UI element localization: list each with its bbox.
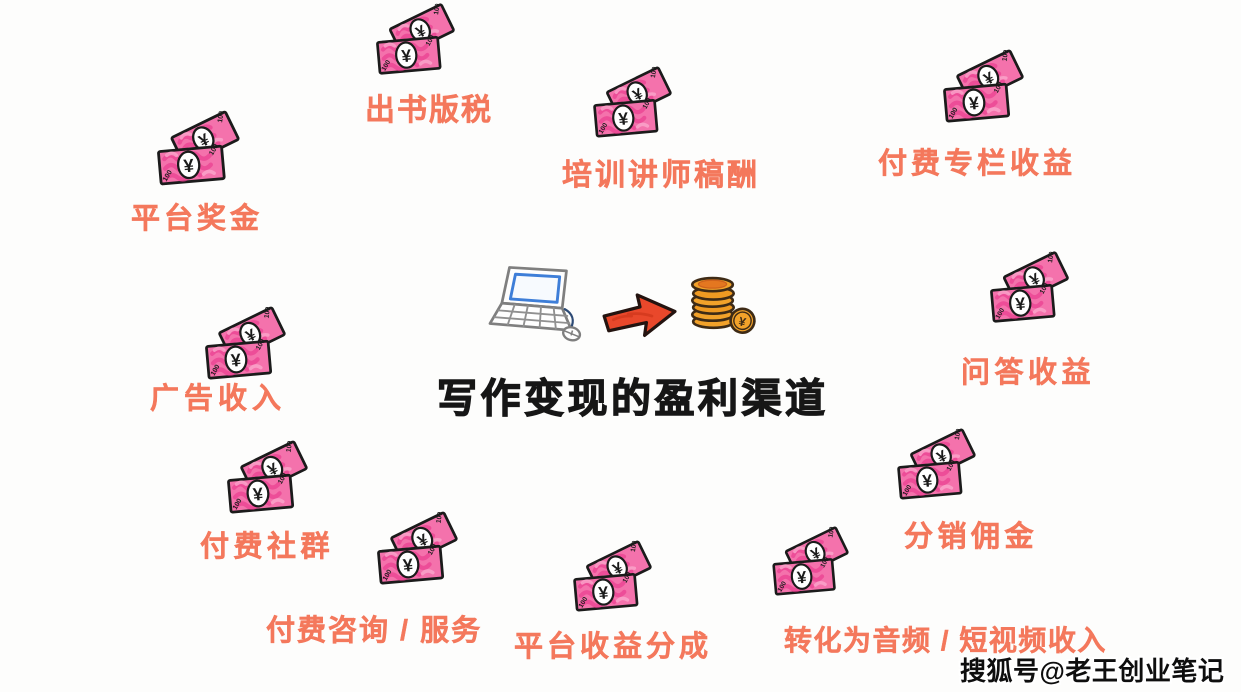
- money-bills-icon: [943, 48, 1029, 124]
- yuan-coin-icon: ¥: [729, 307, 756, 334]
- money-bills-icon: [227, 440, 313, 514]
- money-bills-icon: [573, 540, 657, 612]
- money-bills-icon: [772, 526, 854, 596]
- channel-label: 付费社群: [200, 531, 335, 563]
- laptop-icon: [488, 266, 582, 342]
- money-bills-icon: [376, 2, 460, 76]
- channel-label: 培训讲师稿酬: [562, 159, 760, 192]
- mouse-icon: [562, 325, 582, 342]
- diagram-title: 写作变现的盈利渠道: [436, 376, 829, 421]
- money-bills-icon: [205, 306, 291, 380]
- coin-stack-icon: ¥: [690, 276, 756, 334]
- money-bills-icon: [157, 110, 245, 186]
- currency-symbol: ¥: [737, 314, 747, 329]
- right-arrow-icon: [602, 293, 677, 338]
- watermark: 搜狐号@老王创业笔记: [960, 656, 1225, 686]
- money-bills-icon: [377, 511, 463, 585]
- channel-label: 平台奖金: [131, 203, 264, 235]
- channel-label: 分销佣金: [904, 521, 1039, 553]
- channel-label: 付费咨询 / 服务: [266, 615, 483, 647]
- channel-label: 平台收益分成: [514, 631, 713, 663]
- money-bills-icon: [990, 250, 1074, 324]
- channel-label: 广告收入: [150, 383, 287, 415]
- money-bills-icon: [593, 66, 677, 138]
- channel-label: 出书版税: [365, 94, 493, 127]
- channel-label: 付费专栏收益: [878, 148, 1077, 180]
- money-bills-icon: [897, 428, 981, 500]
- channel-label: 转化为音频 / 短视频收入: [784, 625, 1107, 656]
- channel-label: 问答收益: [961, 357, 1096, 389]
